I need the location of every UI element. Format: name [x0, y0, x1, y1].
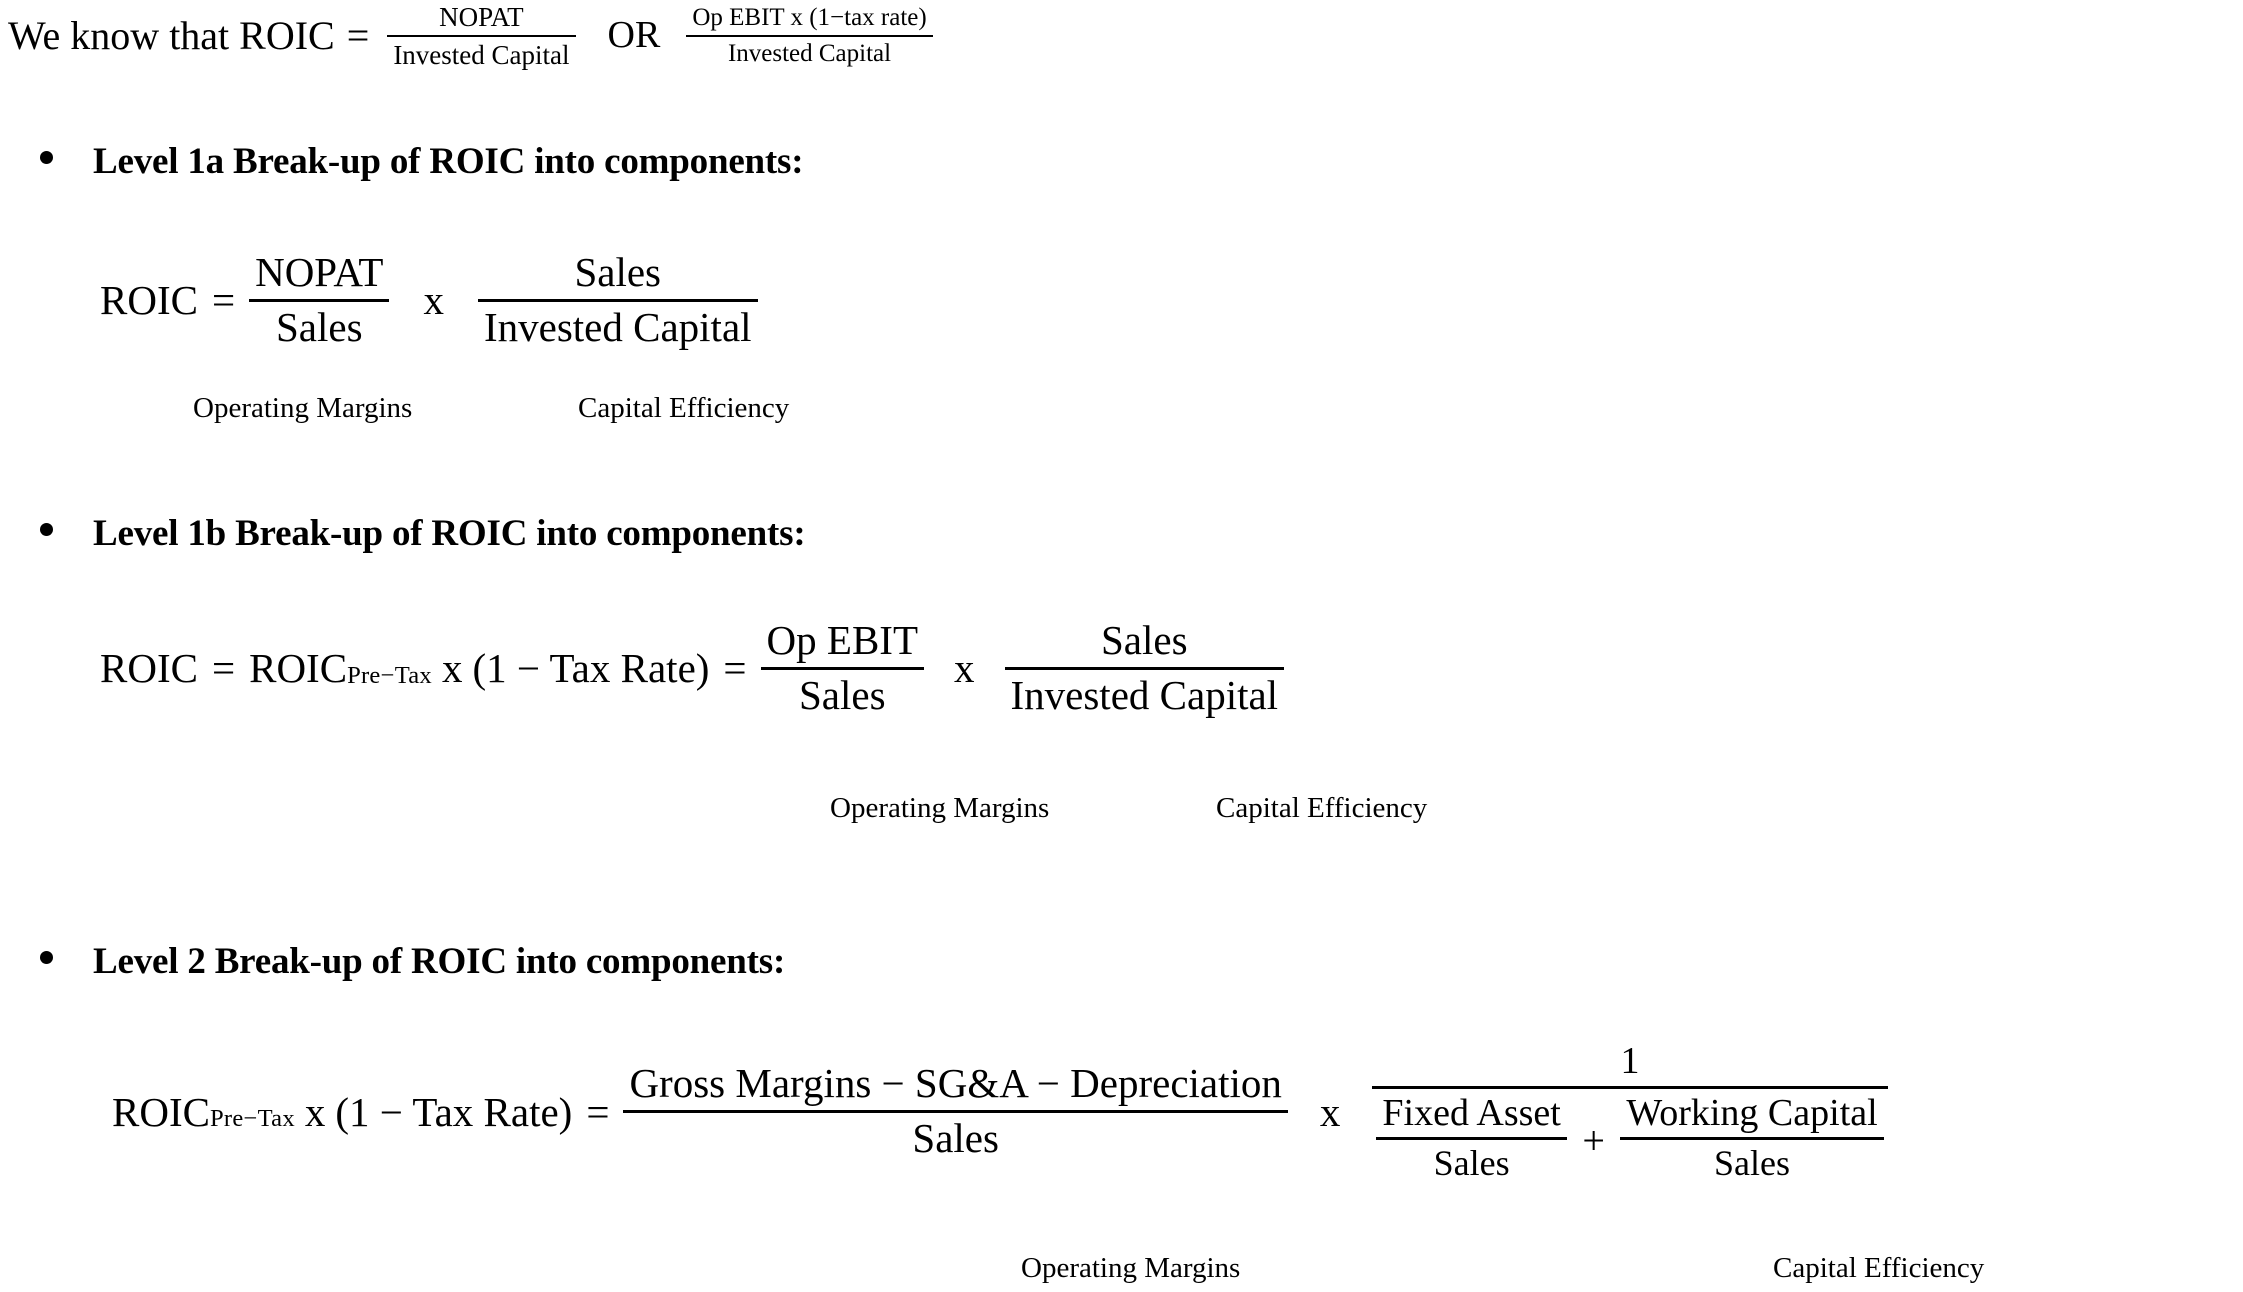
header-fraction-nopat-numerator: NOPAT [439, 2, 524, 32]
bullet-level-1b: Level 1b Break-up of ROIC into component… [40, 512, 806, 555]
formula-2-om-numerator: Gross Margins − SG&A − Depreciation [629, 1060, 1282, 1107]
fraction-bar [686, 35, 933, 38]
formula-2-om-denominator: Sales [912, 1115, 999, 1162]
formula-2-ce-working-capital-fraction: Working Capital Sales [1620, 1091, 1884, 1184]
caption-1a-operating-margins: Operating Margins [193, 392, 413, 424]
formula-1a-om-denominator: Sales [276, 303, 363, 350]
fraction-bar [1620, 1137, 1884, 1141]
formula-1b-times-2: x [954, 645, 975, 692]
formula-1a-om-numerator: NOPAT [255, 249, 384, 295]
formula-1b-operating-margins-fraction: Op EBIT Sales [760, 617, 924, 719]
bullet-dot-icon [40, 951, 53, 964]
formula-1a-times: x [423, 277, 444, 324]
formula-2-roic-pretax-subscript: Pre−Tax [209, 1105, 295, 1133]
header-lead-text: We know that ROIC [8, 13, 335, 59]
formula-1a-capital-efficiency-fraction: Sales Invested Capital [477, 249, 758, 351]
bullet-dot-icon [40, 523, 53, 536]
formula-1b-lhs: ROIC [100, 645, 198, 692]
bullet-level-2-label: Level 2 Break-up of ROIC into components… [93, 941, 786, 982]
formula-2-ce-fixed-asset-denominator: Sales [1433, 1143, 1510, 1184]
formula-1b-om-denominator: Sales [799, 671, 886, 718]
header-equals-sign: = [346, 13, 370, 59]
formula-1b-roic-pretax-base: ROIC [249, 645, 348, 692]
formula-2-equals: = [586, 1088, 610, 1135]
formula-1b-equals-1: = [211, 645, 236, 692]
formula-2-capital-efficiency-fraction: 1 Fixed Asset Sales + Working Capital Sa… [1372, 1040, 1888, 1184]
fraction-bar [1372, 1085, 1888, 1089]
caption-2-capital-efficiency: Capital Efficiency [1773, 1252, 1985, 1284]
fraction-bar [1376, 1137, 1567, 1141]
header-fraction-opebit: Op EBIT x (1−tax rate) Invested Capital [686, 4, 933, 68]
bullet-level-2: Level 2 Break-up of ROIC into components… [40, 940, 785, 983]
fraction-bar [760, 666, 924, 670]
formula-1a-ce-numerator: Sales [574, 249, 662, 295]
formula-2-ce-plus-sign: + [1582, 1118, 1605, 1164]
header-fraction-opebit-numerator: Op EBIT x (1−tax rate) [692, 4, 927, 32]
bullet-level-1a: Level 1a Break-up of ROIC into component… [40, 140, 804, 183]
formula-2-times-2: x [1319, 1088, 1341, 1135]
caption-1a-capital-efficiency: Capital Efficiency [578, 392, 790, 424]
formula-2-ce-working-capital-numerator: Working Capital [1626, 1091, 1878, 1134]
formula-2-times-1: x [304, 1088, 326, 1135]
fraction-bar [1004, 666, 1285, 670]
formula-2-ce-fixed-asset-numerator: Fixed Asset [1382, 1091, 1561, 1134]
formula-1b-tax-factor: (1 − Tax Rate) [472, 645, 710, 692]
fraction-bar [623, 1110, 1288, 1114]
formula-2-ce-working-capital-denominator: Sales [1714, 1143, 1791, 1184]
formula-2-ce-fixed-asset-fraction: Fixed Asset Sales [1376, 1091, 1567, 1184]
formula-1b-om-numerator: Op EBIT [766, 617, 918, 663]
formula-1b-ce-denominator: Invested Capital [1010, 671, 1279, 718]
formula-2-ce-numerator: 1 [1620, 1040, 1640, 1082]
header-fraction-opebit-denominator: Invested Capital [727, 40, 892, 68]
caption-1b-operating-margins: Operating Margins [830, 792, 1050, 824]
formula-level-1a: ROIC = NOPAT Sales x Sales Invested Capi… [100, 249, 758, 351]
header-fraction-nopat-denominator: Invested Capital [393, 40, 570, 71]
header-fraction-nopat: NOPAT Invested Capital [387, 2, 576, 71]
formula-1a-ce-denominator: Invested Capital [483, 303, 752, 350]
bullet-level-1a-label: Level 1a Break-up of ROIC into component… [93, 141, 804, 182]
formula-1a-operating-margins-fraction: NOPAT Sales [249, 249, 390, 351]
formula-1b-equals-2: = [723, 645, 747, 692]
formula-1b-ce-numerator: Sales [1101, 617, 1188, 663]
formula-2-roic-pretax-base: ROIC [112, 1088, 210, 1135]
bullet-dot-icon [40, 151, 53, 164]
formula-2-tax-factor: (1 − Tax Rate) [335, 1088, 573, 1135]
fraction-bar [249, 298, 390, 302]
header-or-word: OR [607, 14, 661, 57]
formula-2-ce-denominator: Fixed Asset Sales + Working Capital Sale… [1372, 1092, 1887, 1184]
formula-1b-times-1: x [441, 645, 463, 692]
header-equation: We know that ROIC = NOPAT Invested Capit… [8, 2, 933, 70]
caption-1b-capital-efficiency: Capital Efficiency [1216, 792, 1428, 824]
formula-1b-capital-efficiency-fraction: Sales Invested Capital [1004, 617, 1285, 719]
caption-2-operating-margins: Operating Margins [1021, 1252, 1241, 1284]
formula-1a-equals: = [211, 277, 236, 324]
formula-1a-lhs: ROIC [100, 277, 198, 324]
fraction-bar [387, 35, 576, 38]
formula-2-operating-margins-fraction: Gross Margins − SG&A − Depreciation Sale… [623, 1060, 1288, 1162]
fraction-bar [477, 298, 758, 302]
bullet-level-1b-label: Level 1b Break-up of ROIC into component… [93, 513, 806, 554]
formula-1b-roic-pretax-subscript: Pre−Tax [347, 661, 432, 689]
